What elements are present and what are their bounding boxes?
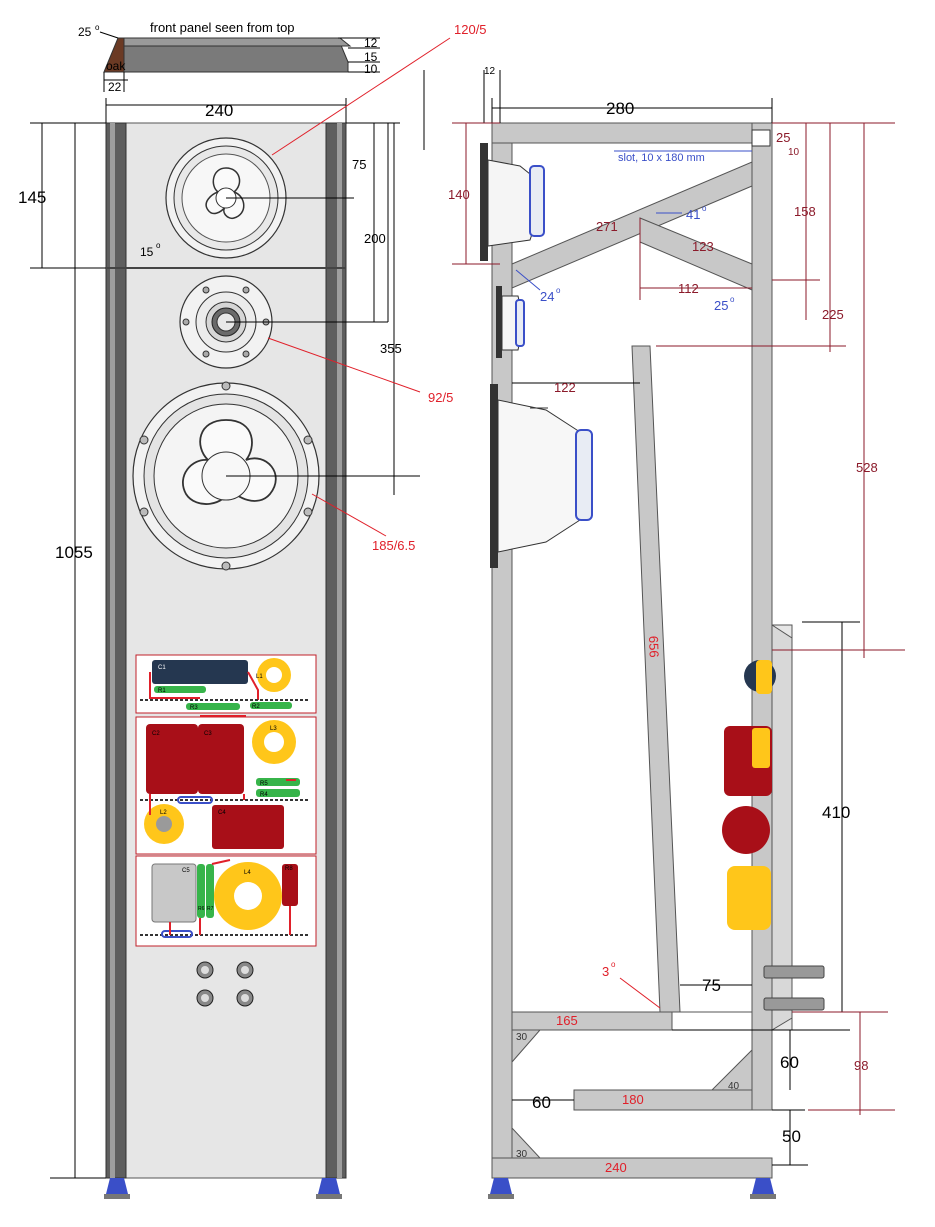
side-dim-240: 240 [605,1160,627,1175]
front-thickness-12: 12 [484,66,496,77]
svg-text:o: o [156,241,161,250]
side-dim-60-left: 60 [532,1093,551,1112]
woofer-355: 355 [380,341,402,356]
panel-length-656: 656 [646,636,662,658]
l2-label: L2 [160,810,167,816]
r6-label: R6 [198,906,205,912]
woofer-driver [132,381,420,571]
svg-text:o: o [702,204,707,213]
c4-label: C4 [218,810,226,816]
panel-656 [631,345,681,1013]
svg-text:o: o [730,295,735,304]
top-dim-10: 10 [364,62,378,76]
mid-driver [179,275,388,369]
corner-30-top: 30 [516,1032,528,1043]
c5-label: C5 [182,868,190,874]
corner-40: 40 [728,1081,740,1092]
side-dim-271: 271 [596,219,618,234]
side-dim-140: 140 [448,187,470,202]
side-woofer [490,384,593,568]
side-front-panel [491,122,513,1179]
side-dim-180: 180 [622,1092,644,1107]
crossover-board-3: C5 R6 R7 L4 R8 [135,855,317,947]
top-dim-15: 15 [364,50,378,64]
mid-size: 92/5 [428,390,453,405]
side-depth-280: 280 [606,99,634,118]
tweeter-75: 75 [352,157,366,172]
side-top-panel [491,122,773,144]
svg-text:o: o [556,286,561,295]
front-view: C1 L1 R1 R2 R3 C2 C3 L3 R5 R4 L2 [18,22,487,1199]
foot-right [318,1178,340,1194]
side-dim-10: 10 [788,147,800,158]
side-back-panel [751,122,773,1111]
angle-3: 3 [602,964,609,979]
side-bottom-panel [491,1157,773,1179]
side-dim-75: 75 [702,976,721,995]
tweeter-offset-145: 145 [18,188,46,207]
side-dim-123: 123 [692,239,714,254]
terminal-posts [196,961,254,1007]
top-width-22: 22 [108,80,122,94]
svg-text:o: o [95,23,100,32]
tweeter-size: 120/5 [454,22,487,37]
side-dim-225: 225 [822,307,844,322]
angle-41: 41 [686,207,700,222]
side-tweeter [480,143,545,261]
front-width: 240 [205,101,233,120]
side-dim-50: 50 [782,1127,801,1146]
angle-25: 25 [714,298,728,313]
c1-label: C1 [158,665,166,671]
r7-label: R7 [207,906,214,912]
tweeter-driver [165,137,354,259]
l1-label: L1 [256,674,263,680]
bevel-15: 15 [140,245,154,259]
side-inductor-l4 [727,866,771,930]
r4-label: R4 [260,792,268,798]
mid-200: 200 [364,231,386,246]
side-dim-25: 25 [776,130,790,145]
side-dim-158: 158 [794,204,816,219]
l3-label: L3 [270,726,277,732]
r5-label: R5 [260,781,268,787]
side-dim-60-right: 60 [780,1053,799,1072]
side-dim-410: 410 [822,803,850,822]
angle-24: 24 [540,289,554,304]
oak-strip [103,37,125,73]
l4-label: L4 [244,870,251,876]
side-dim-98: 98 [854,1058,868,1073]
brace-diagonal-271 [511,161,753,289]
side-dim-122: 122 [554,380,576,395]
top-view: front panel seen from top 25 o oak 22 12… [78,20,380,94]
side-dim-165: 165 [556,1013,578,1028]
r2-label: R2 [252,704,260,710]
corner-30-bottom: 30 [516,1149,528,1160]
side-cap-c4 [722,806,770,854]
height-1055: 1055 [55,543,93,562]
side-mid [496,286,525,358]
top-dim-12: 12 [364,36,378,50]
crossover-board-2: C2 C3 L3 R5 R4 L2 C4 [135,715,317,855]
c2-label: C2 [152,731,160,737]
foot-left [106,1178,128,1194]
r3-label: R3 [190,705,198,711]
r8-label: R8 [285,866,293,872]
top-view-title: front panel seen from top [150,20,295,35]
oak-label: oak [106,59,126,73]
brace-123 [639,217,753,291]
r1-label: R1 [158,688,166,694]
svg-text:o: o [611,960,616,969]
top-angle: 25 [78,25,92,39]
side-view: 280 12 75 410 60 50 60 140 271 123 112 1… [448,66,905,1199]
c3-label: C3 [204,731,212,737]
side-dim-112: 112 [678,281,699,296]
side-dim-528: 528 [856,460,878,475]
woofer-size: 185/6.5 [372,538,415,553]
slot-label: slot, 10 x 180 mm [618,152,705,164]
crossover-board-1: C1 L1 R1 R2 R3 [135,654,317,714]
